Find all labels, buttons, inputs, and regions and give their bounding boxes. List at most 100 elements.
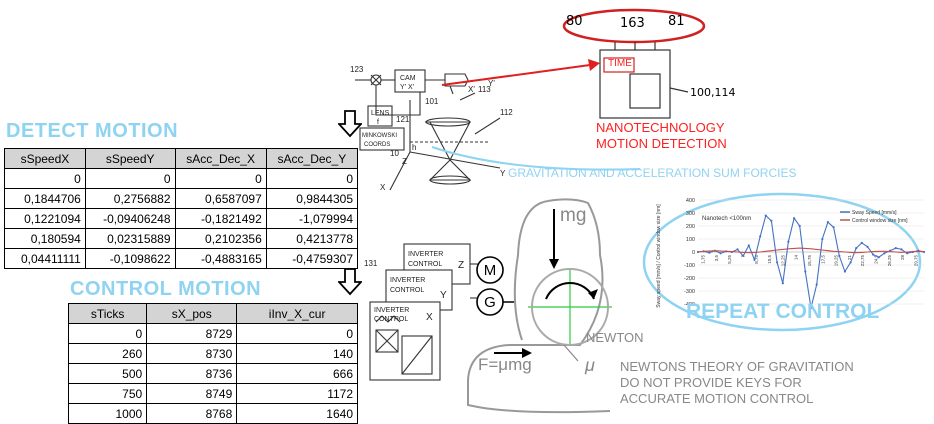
x-prime-label: X' xyxy=(468,85,475,94)
table-cell: 1172 xyxy=(236,383,358,404)
series-point xyxy=(855,247,858,250)
series-point xyxy=(764,214,767,217)
series-point xyxy=(747,244,750,247)
series-point xyxy=(753,258,756,261)
x-tick-label: 24,5 xyxy=(873,255,878,264)
col-header: sX_pos xyxy=(146,303,238,324)
lens-label-2: f xyxy=(377,119,379,126)
time-number-81: 81 xyxy=(668,14,685,29)
series-point xyxy=(843,270,846,273)
y-tick-label: -300 xyxy=(684,289,695,295)
inverter-sketch: 131 INVERTER CONTROL Z INVERTER CONTROL … xyxy=(364,243,478,381)
series-point xyxy=(872,253,875,256)
series-point xyxy=(770,219,773,222)
chart-annotation: Nanotech <100nm xyxy=(702,216,751,222)
motor-generator: M G xyxy=(476,256,514,316)
table-cell: 0,1844706 xyxy=(4,188,86,209)
lens-box xyxy=(367,105,393,127)
table-cell: 0,4213778 xyxy=(265,228,359,249)
time-box xyxy=(603,57,635,73)
detect-motion-title: DETECT MOTION xyxy=(6,120,179,142)
y-prime-label: Y' xyxy=(488,79,495,88)
lens-label: LENS xyxy=(371,110,390,117)
y-tick-label: 200 xyxy=(686,224,695,230)
table-cell: 750 xyxy=(67,383,148,404)
inverter-z-axis: Z xyxy=(458,260,464,271)
table-row: 0,1221094 -0,09406248 -0,1821492 -1,0799… xyxy=(4,208,359,229)
wheel-circle xyxy=(531,268,609,346)
time-number-80: 80 xyxy=(566,14,583,29)
table-cell: -0,09406248 xyxy=(84,208,176,229)
inverter-y-axis: Y xyxy=(440,290,447,301)
table-cell: 8749 xyxy=(146,383,238,404)
newton-diagram xyxy=(467,198,612,414)
time-number-163: 163 xyxy=(620,16,645,31)
series-point xyxy=(804,270,807,273)
table-cell: -0,4883165 xyxy=(174,248,267,269)
table-cell: 0,2756882 xyxy=(84,188,176,209)
control-motion-table: sTicks sX_pos iInv_X_cur 0 8729 0 260 87… xyxy=(67,303,358,424)
table-cell: 0 xyxy=(174,168,267,189)
table-cell: -1,079994 xyxy=(265,208,359,229)
inverter-z-line1: INVERTER xyxy=(408,251,443,258)
series-line-1 xyxy=(697,247,925,254)
x-tick-label: 19,25 xyxy=(834,255,839,267)
table-row: 0,04411111 -0,1098622 -0,4883165 -0,4759… xyxy=(4,248,359,269)
axis-x-label: X xyxy=(380,183,386,192)
cam-box xyxy=(394,69,426,93)
series-point xyxy=(736,248,739,251)
label-112: 112 xyxy=(500,108,513,117)
table-cell: 0,9844305 xyxy=(265,188,359,209)
table-row: 750 8749 1172 xyxy=(67,383,358,404)
time-ellipse xyxy=(562,8,706,44)
friction-label: F=μmg xyxy=(478,355,532,374)
down-arrow-icon xyxy=(338,110,362,138)
label-123: 123 xyxy=(350,65,364,74)
y-tick-label: 0 xyxy=(692,250,695,256)
table-cell: 8730 xyxy=(146,343,238,364)
table-cell: 666 xyxy=(236,363,358,384)
y-tick-label: 300 xyxy=(686,211,695,217)
series-point xyxy=(877,256,880,259)
col-header: sTicks xyxy=(67,303,148,324)
inverter-x-line2: CONTROL xyxy=(374,316,408,323)
x-tick-label: 8,75 xyxy=(754,255,759,264)
series-point xyxy=(849,261,852,264)
x-tick-label: 17,5 xyxy=(820,255,825,264)
red-arrow xyxy=(441,59,600,86)
mu-label: μ xyxy=(585,355,595,375)
nanotech-label-line2: MOTION DETECTION xyxy=(596,136,727,151)
series-point xyxy=(815,283,818,286)
x-tick-label: 10,5 xyxy=(767,255,772,264)
label-101: 101 xyxy=(425,97,439,106)
series-point xyxy=(900,248,903,251)
table-cell: 0 xyxy=(84,168,176,189)
table-cell: 0,180594 xyxy=(4,228,86,249)
series-point xyxy=(759,235,762,238)
y-tick-label: 100 xyxy=(686,237,695,243)
y-tick-label: -200 xyxy=(684,276,695,282)
table-header-row: sSpeedX sSpeedY sAcc_Dec_X sAcc_Dec_Y xyxy=(4,148,359,169)
detect-motion-table: sSpeedX sSpeedY sAcc_Dec_X sAcc_Dec_Y 0 … xyxy=(4,148,359,269)
table-cell: 1000 xyxy=(67,403,148,424)
label-113: 113 xyxy=(478,85,491,94)
newton-text-line2: DO NOT PROVIDE KEYS FOR xyxy=(620,375,802,390)
table-row: 0,180594 0,02315889 0,2102356 0,4213778 xyxy=(4,228,359,249)
table-row: 500 8736 666 xyxy=(67,363,358,384)
series-point xyxy=(809,306,813,309)
table-cell: 0,04411111 xyxy=(4,248,86,269)
x-tick-label: 15,75 xyxy=(807,255,812,267)
series-point xyxy=(781,282,784,285)
minkowski-box xyxy=(359,127,405,151)
table-row: 0 8729 0 xyxy=(67,323,358,344)
axis-z-label: Z xyxy=(402,157,407,166)
chip-box xyxy=(629,73,661,109)
series-point xyxy=(787,240,790,243)
table-row: 0 0 0 0 xyxy=(4,168,359,189)
inverter-x-line1: INVERTER xyxy=(374,307,409,314)
mg-label: mg xyxy=(560,205,587,226)
x-tick-label: 29,75 xyxy=(913,255,918,267)
series-point xyxy=(894,247,897,250)
inverter-z-line2: CONTROL xyxy=(408,261,442,268)
table-cell: 8768 xyxy=(146,403,238,424)
